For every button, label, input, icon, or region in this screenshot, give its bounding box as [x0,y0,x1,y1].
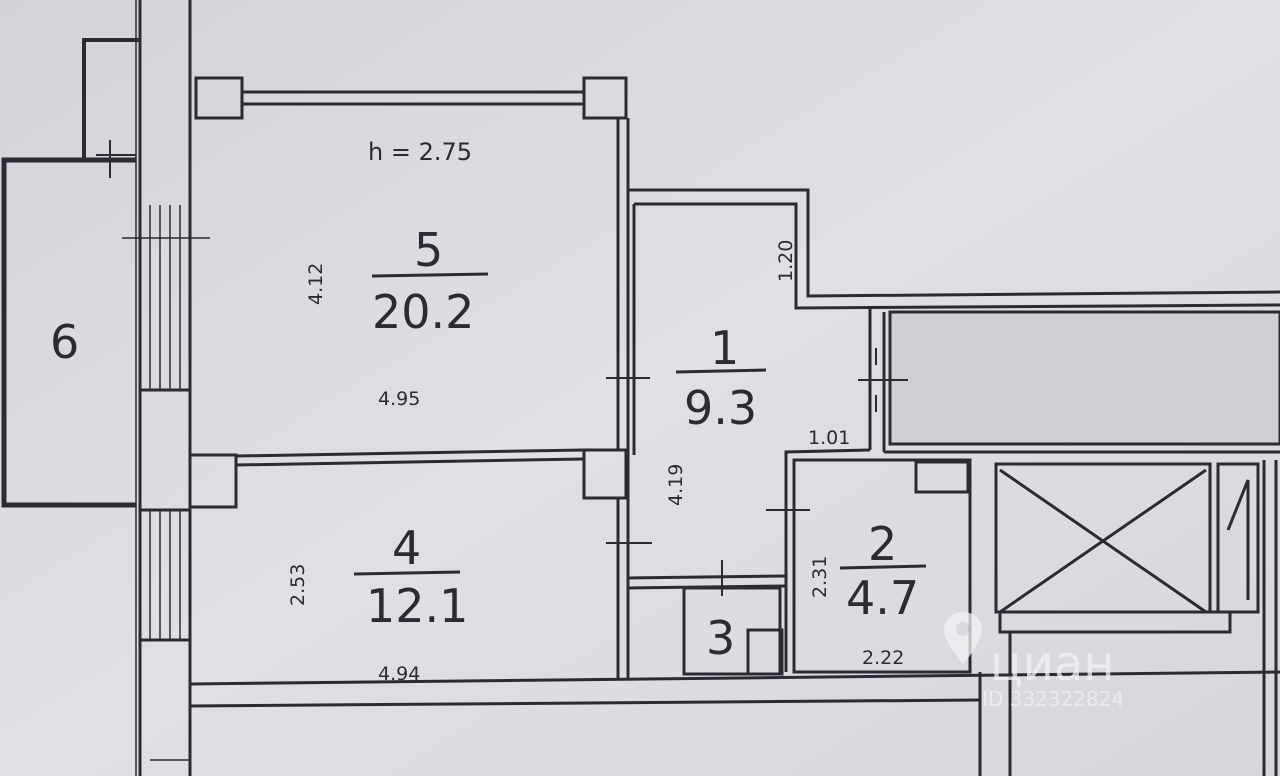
room-1-dim-horizontal: 1.01 [808,427,850,449]
room-2-area: 4.7 [846,571,919,625]
room-6-number: 6 [50,315,79,369]
room-1-dim-top: 1.20 [775,240,797,282]
room-4-dim-vertical: 2.53 [287,564,309,606]
room-5-number: 5 [414,223,443,277]
room-1-dim-vertical: 4.19 [665,464,687,506]
room-5-area: 20.2 [372,285,474,339]
room-5-dim-vertical: 4.12 [305,263,327,305]
cian-watermark: циан ID 332322824 [944,612,1124,711]
room-2-dim-horizontal: 2.22 [862,647,904,669]
room-2-number: 2 [868,517,897,571]
room-4-dim-horizontal: 4.94 [378,663,420,685]
room-5-dim-horizontal: 4.95 [378,388,420,410]
watermark-brand: циан [990,636,1115,692]
ceiling-height-label: h = 2.75 [368,138,472,166]
room-1-area: 9.3 [684,381,757,435]
room-1-number: 1 [710,321,739,375]
map-pin-icon [944,612,982,664]
watermark-listing-id: ID 332322824 [982,687,1124,711]
room-2-dim-vertical: 2.31 [809,556,831,598]
room-4-number: 4 [392,521,421,575]
room-3-number: 3 [706,611,735,665]
room-4-area: 12.1 [366,579,468,633]
